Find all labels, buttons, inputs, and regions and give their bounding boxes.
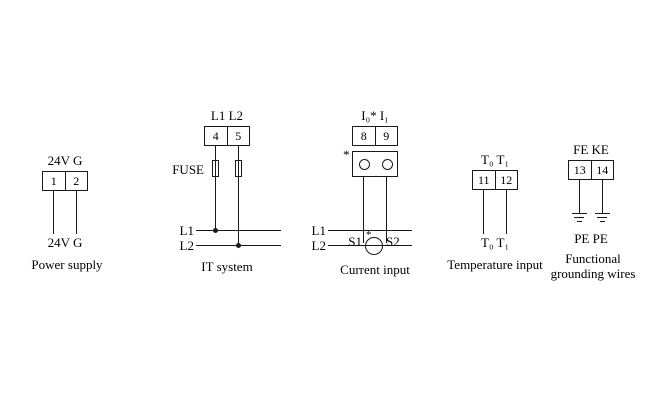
power-caption: Power supply — [31, 257, 103, 272]
terminal-12: 12 — [494, 171, 518, 189]
current-screw-box — [352, 151, 398, 177]
ground-wire-right — [602, 180, 603, 213]
current-line1-label: L1 — [311, 223, 326, 238]
current-wire-right — [386, 177, 387, 243]
ground-caption: Functional grounding wires — [545, 251, 641, 281]
current-line2-label: L2 — [311, 238, 326, 253]
temp-bottom-label: T₀ T₁ — [481, 235, 509, 250]
terminal-4: 4 — [212, 129, 219, 143]
ground-caption-line2: grounding wires — [550, 266, 636, 281]
ct-s2-label: S2 — [386, 234, 400, 249]
it-terminal-block: 4 5 — [204, 126, 250, 146]
it-junction-dot-l1 — [213, 228, 218, 233]
power-wire-right — [76, 191, 77, 234]
it-caption: IT system — [201, 259, 253, 274]
power-wire-left — [53, 191, 54, 234]
ground-top-label: FE KE — [573, 142, 609, 157]
power-terminal-block: 1 2 — [42, 171, 88, 191]
current-l1-line — [328, 230, 412, 231]
power-bottom-label: 24V G — [47, 235, 83, 250]
fuse-label: FUSE — [172, 162, 204, 177]
current-transformer-icon — [365, 237, 383, 255]
ground-terminal-block: 13 14 — [568, 160, 614, 180]
it-wire-left — [215, 146, 216, 231]
terminal-2: 2 — [64, 172, 88, 190]
current-top-label: I₀* I₁ — [361, 108, 389, 123]
terminal-14: 14 — [590, 161, 614, 179]
ct-polarity-mark: * — [366, 229, 372, 241]
fuse-left-icon — [212, 160, 219, 177]
temp-wire-left — [483, 190, 484, 234]
it-wire-right — [238, 146, 239, 246]
current-wire-left — [363, 177, 364, 243]
temp-wire-right — [506, 190, 507, 234]
it-l1-line — [196, 230, 281, 231]
ct-s1-label: S1 — [348, 234, 362, 249]
fuse-right-icon — [235, 160, 242, 177]
current-caption: Current input — [340, 262, 410, 277]
terminal-13: 13 — [573, 163, 586, 177]
terminal-8: 8 — [360, 129, 367, 143]
temp-top-label: T₀ T₁ — [481, 152, 509, 167]
temp-terminal-block: 11 12 — [472, 170, 518, 190]
terminal-9: 9 — [374, 127, 398, 145]
ground-wire-left — [579, 180, 580, 213]
ground-caption-line1: Functional — [565, 251, 621, 266]
screw-terminal-icon — [382, 159, 393, 170]
power-top-label: 24V G — [47, 153, 83, 168]
terminal-1: 1 — [50, 174, 57, 188]
current-polarity-mark: * — [343, 147, 350, 162]
terminal-5: 5 — [226, 127, 250, 145]
current-terminal-block: 8 9 — [352, 126, 398, 146]
it-line2-label: L2 — [179, 238, 194, 253]
it-line1-label: L1 — [179, 223, 194, 238]
temp-caption: Temperature input — [447, 257, 543, 272]
it-top-label: L1 L2 — [210, 108, 244, 123]
it-junction-dot-l2 — [236, 243, 241, 248]
terminal-11: 11 — [477, 173, 490, 187]
screw-terminal-icon — [359, 159, 370, 170]
ground-bottom-label: PE PE — [574, 231, 608, 246]
